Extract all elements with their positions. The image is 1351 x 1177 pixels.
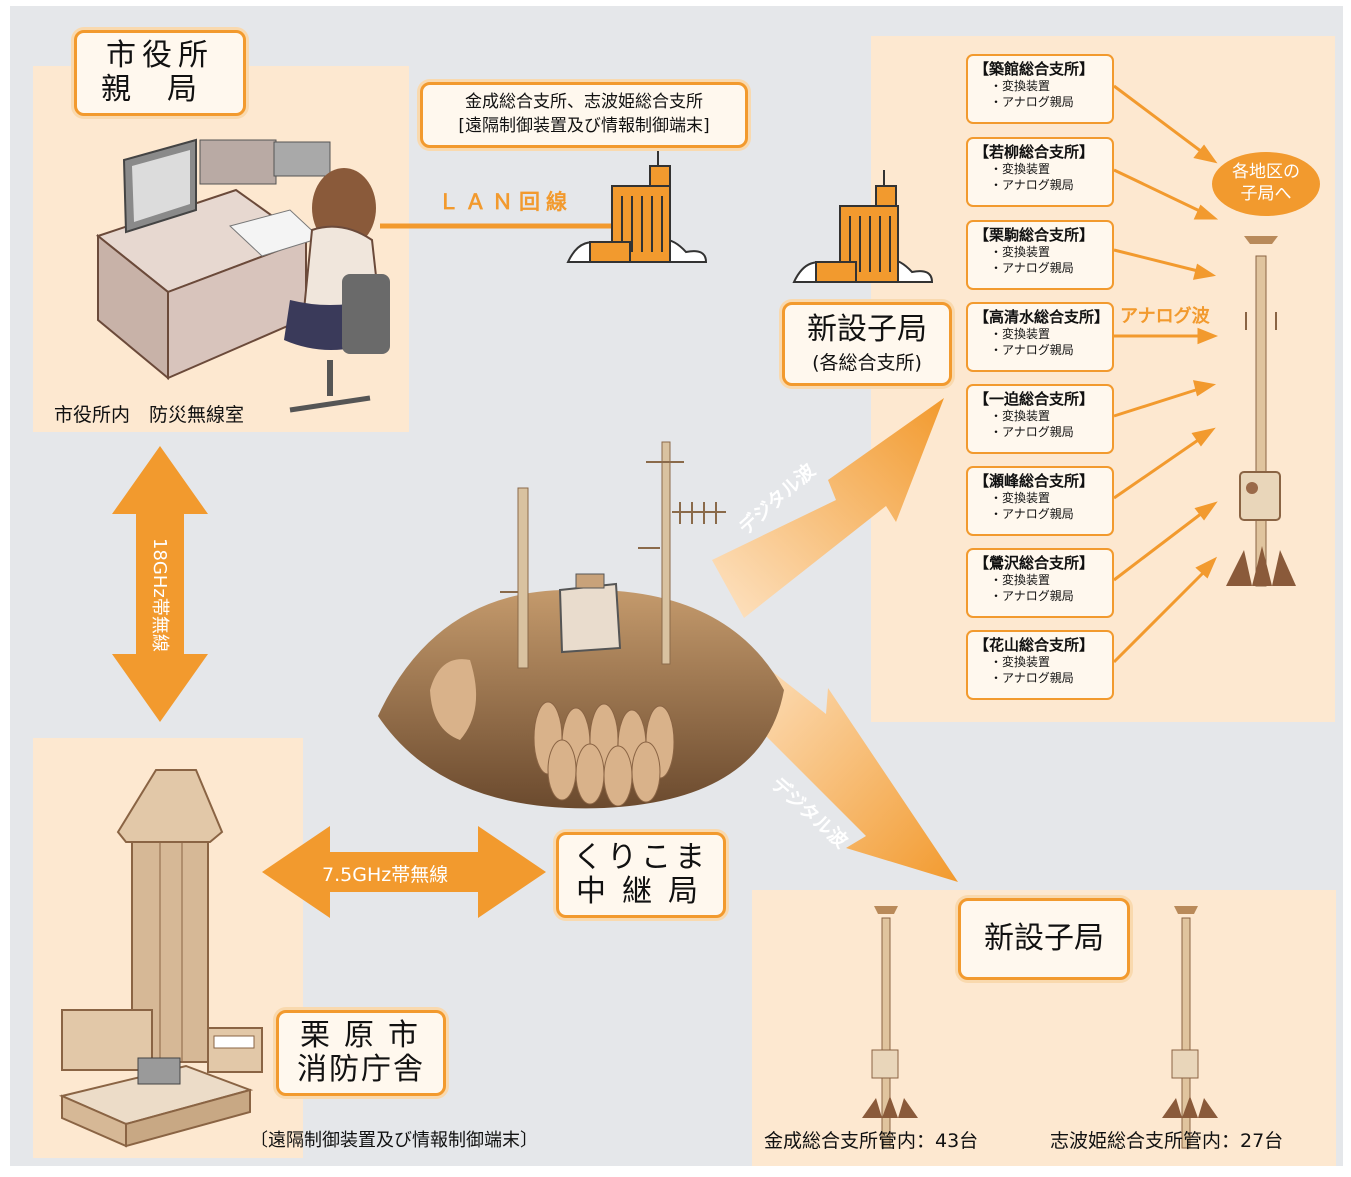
branch-item-analog-master: ・アナログ親局 [990,95,1074,109]
branch-item-converter: ・変換装置 [990,245,1051,259]
branch-box-wakayanagi: 【若柳総合支所】 ・変換装置 ・アナログ親局 [966,137,1114,207]
branch-item-converter: ・変換装置 [990,409,1051,423]
branch-control-box: 金成総合支所、志波姫総合支所 [遠隔制御装置及び情報制御端末] [420,82,748,148]
branch-control-offices: 金成総合支所、志波姫総合支所 [465,92,703,112]
analog-wave-label: アナログ波 [1120,306,1210,327]
substation-pole-right [1162,906,1218,1149]
master-station-label: 親局 [101,72,233,107]
branch-name: 【花山総合支所】 [974,636,1095,654]
branch-item-converter: ・変換装置 [990,79,1051,93]
branch-item-analog-master: ・アナログ親局 [990,425,1074,439]
branch-item-converter: ・変換装置 [990,162,1051,176]
relay-station-type: 中継局 [576,874,714,909]
branch-name: 【若柳総合支所】 [974,143,1095,161]
branch-box-takashimizu: 【高清水総合支所】 ・変換装置 ・アナログ親局 [966,302,1114,372]
relay-station-name: くりこま [573,840,709,875]
7-5ghz-link-arrow [262,826,546,918]
7-5ghz-link-label: 7.5GHz帯無線 [322,864,449,886]
branch-box-kurikoma: 【栗駒総合支所】 ・変換装置 ・アナログ親局 [966,220,1114,290]
branch-item-analog-master: ・アナログ親局 [990,343,1074,357]
branch-item-analog-master: ・アナログ親局 [990,261,1074,275]
workstation-illustration [95,138,390,413]
branch-item-converter: ・変換装置 [990,655,1051,669]
branch-name: 【栗駒総合支所】 [974,226,1095,244]
kannari-district-count: 金成総合支所管内：43台 [764,1130,979,1152]
branch-box-tsukidate: 【築館総合支所】 ・変換装置 ・アナログ親局 [966,54,1114,124]
branch-control-equipment: [遠隔制御装置及び情報制御端末] [458,116,710,136]
branch-name: 【築館総合支所】 [974,60,1095,78]
branch-box-uguisuzawa: 【鶯沢総合支所】 ・変換装置 ・アナログ親局 [966,548,1114,618]
digital-wave-up-arrow [712,398,944,618]
new-substation-title: 新設子局 [807,312,927,347]
branch-box-semine: 【瀬峰総合支所】 ・変換装置 ・アナログ親局 [966,466,1114,536]
fire-station-box: 栗原市 消防庁舎 [276,1010,446,1096]
branch-name: 【一迫総合支所】 [974,390,1095,408]
digital-wave-down-arrow [740,646,958,882]
branch-box-ichihasama: 【一迫総合支所】 ・変換装置 ・アナログ親局 [966,384,1114,454]
branch-name: 【鶯沢総合支所】 [974,554,1095,572]
branch-item-analog-master: ・アナログ親局 [990,178,1074,192]
fire-station-equipment-caption: 〔遠隔制御装置及び情報制御端末〕 [250,1130,538,1151]
branch-arrows [1112,84,1219,664]
to-each-district-line2: 子局へ [1240,184,1292,204]
fire-station-tower [58,769,263,1148]
branch-box-hanayama: 【花山総合支所】 ・変換装置 ・アナログ親局 [966,630,1114,700]
branch-name: 【瀬峰総合支所】 [974,472,1095,490]
city-hall-master-station-box: 市役所 親局 [74,30,246,116]
18ghz-link-arrow [112,446,208,722]
branch-office-building [566,150,708,263]
branch-item-analog-master: ・アナログ親局 [990,671,1074,685]
to-each-district-bubble: 各地区の 子局へ [1212,152,1320,216]
relay-station-hill [378,441,784,809]
relay-station-box: くりこま 中継局 [556,832,726,918]
branch-item-analog-master: ・アナログ親局 [990,589,1074,603]
to-each-district-line1: 各地区の [1232,162,1300,182]
new-substation-bottom-title: 新設子局 [984,921,1104,956]
new-substation-building [792,170,934,283]
fire-station-building: 消防庁舎 [297,1052,425,1087]
branch-item-analog-master: ・アナログ親局 [990,507,1074,521]
loudspeaker-pole [1226,236,1296,587]
new-substation-branch-box: 新設子局 (各総合支所) [782,302,952,386]
new-substation-bottom-box: 新設子局 [958,898,1130,980]
branch-name: 【高清水総合支所】 [974,308,1110,326]
branch-item-converter: ・変換装置 [990,491,1051,505]
new-substation-subtitle: (各総合支所) [812,352,922,374]
branch-item-converter: ・変換装置 [990,327,1051,341]
lan-line-label: ＬＡＮ回線 [438,190,573,214]
substation-pole-left [862,906,918,1149]
city-hall-label: 市役所 [106,38,214,73]
disaster-radio-room-caption: 市役所内 防災無線室 [54,404,245,426]
fire-station-city: 栗原市 [300,1018,432,1053]
shiwahime-district-count: 志波姫総合支所管内：27台 [1050,1130,1284,1152]
18ghz-link-label: 18GHz帯無線 [149,538,170,652]
branch-item-converter: ・変換装置 [990,573,1051,587]
